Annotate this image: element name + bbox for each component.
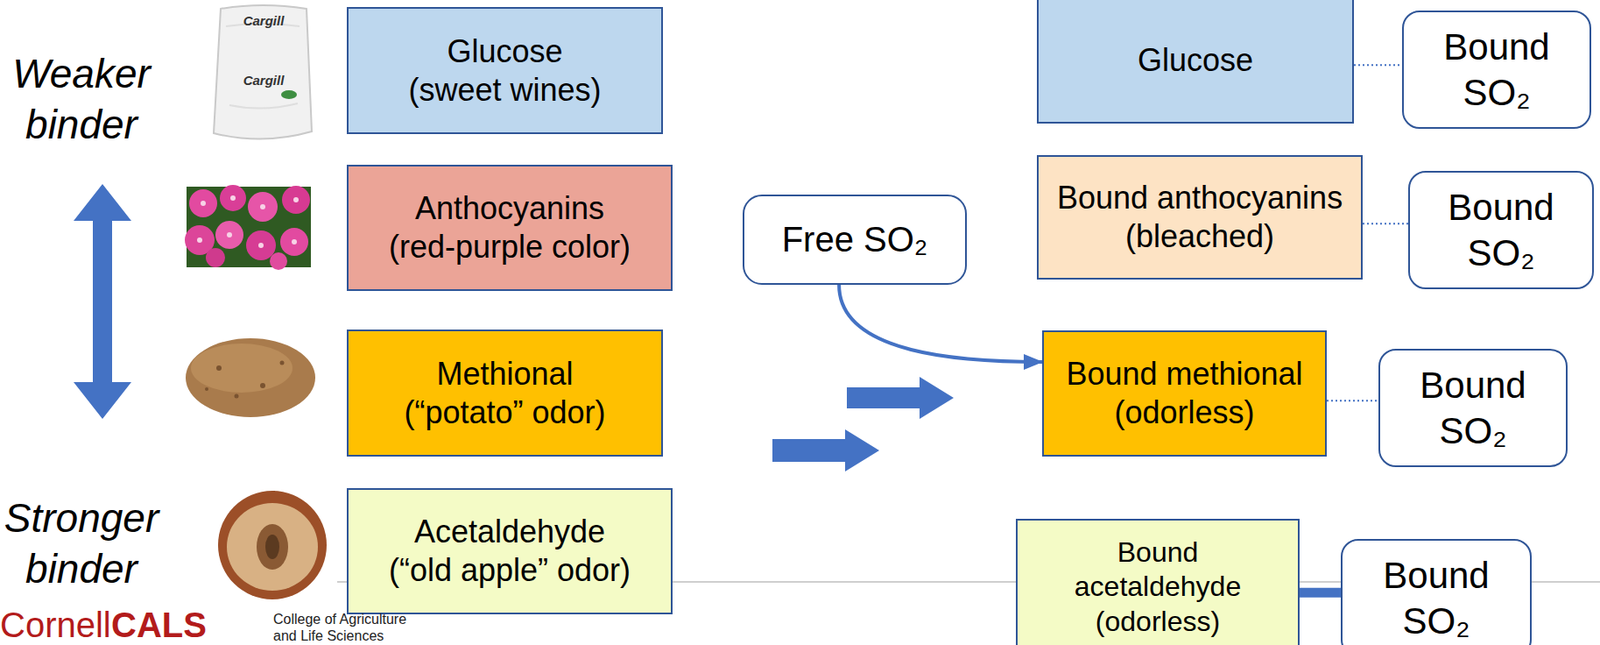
box-text: Free SO₂ [782, 218, 929, 261]
bound-so2-box: Bound SO₂ [1340, 538, 1532, 645]
link-line [1353, 63, 1403, 66]
box-text: Bound acetaldehyde (odorless) [1074, 535, 1241, 638]
logo-text: Cornell [0, 606, 112, 642]
axis-label: Stronger binder [0, 493, 163, 594]
box-text: Bound methional (odorless) [1065, 354, 1303, 432]
box-text: Bound SO₂ [1443, 24, 1550, 114]
binder-box: Glucose (sweet wines) [346, 7, 663, 134]
text-stack: Bound SO₂ [1443, 24, 1550, 114]
brand-print: Cargill [224, 14, 304, 29]
box-text: Glucose (sweet wines) [408, 32, 601, 110]
college-name: College of Agriculture and Life Sciences [273, 610, 407, 644]
text-stack: Glucose [1137, 41, 1254, 80]
text-stack: Bound acetaldehyde (odorless) [1074, 535, 1241, 638]
double-arrow [73, 183, 132, 419]
box-text: Bound anthocyanins (bleached) [1057, 178, 1343, 256]
sugar-bag [213, 5, 312, 140]
text-stack: Anthocyanins (red-purple color) [388, 189, 631, 267]
link-line [1326, 399, 1379, 402]
potato-photo [185, 338, 316, 417]
link-line [1362, 222, 1409, 225]
binder-box: Anthocyanins (red-purple color) [346, 164, 673, 291]
link-line [1299, 587, 1341, 598]
bound-compound-box: Glucose [1036, 0, 1354, 124]
brand-print: Cargill [224, 73, 304, 89]
box-text: Bound SO₂ [1419, 362, 1526, 452]
axis-label: Weaker binder [0, 49, 163, 150]
curved-arrow [838, 284, 1043, 362]
text-stack: Free SO₂ [782, 218, 929, 261]
bound-compound-box: Bound acetaldehyde (odorless) [1015, 518, 1300, 645]
text-stack: Glucose (sweet wines) [408, 32, 601, 110]
text-stack: Bound anthocyanins (bleached) [1057, 178, 1343, 256]
petunia-photo [184, 184, 311, 270]
box-text: Glucose [1137, 41, 1254, 80]
bound-compound-box: Bound methional (odorless) [1042, 330, 1327, 457]
binder-box: Methional (“potato” odor) [346, 329, 663, 457]
text-stack: Bound methional (odorless) [1065, 354, 1303, 432]
block-arrow [772, 429, 880, 472]
text-stack: Bound SO₂ [1419, 362, 1526, 452]
dried-apple-photo [218, 490, 327, 600]
text-stack: Bound SO₂ [1447, 184, 1554, 275]
block-arrow [846, 376, 954, 419]
text-stack: Bound SO₂ [1382, 552, 1489, 642]
box-text: Anthocyanins (red-purple color) [388, 189, 631, 267]
logo-text: CALS [111, 606, 207, 642]
binder-box: Acetaldehyde (“old apple” odor) [346, 487, 673, 614]
free-so2-box: Free SO₂ [742, 194, 967, 285]
box-text: Bound SO₂ [1382, 552, 1489, 642]
bound-so2-box: Bound SO₂ [1402, 10, 1592, 129]
bound-compound-box: Bound anthocyanins (bleached) [1036, 155, 1363, 280]
bound-so2-box: Bound SO₂ [1378, 348, 1568, 467]
box-text: Methional (“potato” odor) [403, 354, 606, 432]
box-text: Acetaldehyde (“old apple” odor) [388, 512, 631, 590]
box-text: Bound SO₂ [1447, 184, 1554, 275]
text-stack: Acetaldehyde (“old apple” odor) [388, 512, 631, 590]
bound-so2-box: Bound SO₂ [1408, 170, 1594, 289]
text-stack: Methional (“potato” odor) [403, 354, 606, 432]
